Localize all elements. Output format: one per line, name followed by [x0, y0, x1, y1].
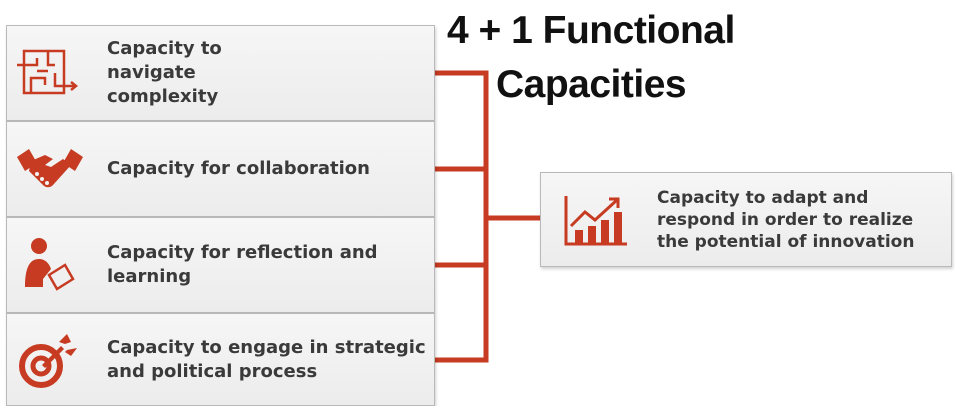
capacity-card-navigate-complexity: Capacity to navigate complexity: [6, 25, 435, 121]
diagram-title: 4 + 1 Functional Capacities: [447, 4, 777, 112]
capacity-label-4: Capacity to engage in strategic and poli…: [107, 336, 426, 382]
growth-chart-icon: [564, 195, 627, 245]
result-card-adapt-respond: Capacity to adapt and respond in order t…: [540, 172, 952, 267]
capacity-card-strategic-political: Capacity to engage in strategic and poli…: [6, 313, 435, 406]
person-writing-icon: [25, 238, 75, 291]
capacity-label-1: Capacity to navigate complexity: [107, 38, 222, 107]
result-label: Capacity to adapt and respond in order t…: [657, 187, 915, 252]
handshake-icon: [17, 149, 83, 188]
maze-icon: [17, 49, 79, 95]
target-dart-icon: [19, 333, 77, 388]
capacity-card-reflection-learning: Capacity for reflection and learning: [6, 217, 435, 313]
capacity-label-2: Capacity for collaboration: [107, 158, 370, 179]
title-line-1: 4 + 1 Functional: [447, 9, 735, 52]
capacity-card-collaboration: Capacity for collaboration: [6, 121, 435, 217]
capacity-label-3: Capacity for reflection and learning: [107, 242, 378, 287]
title-line-2: Capacities: [496, 63, 687, 106]
